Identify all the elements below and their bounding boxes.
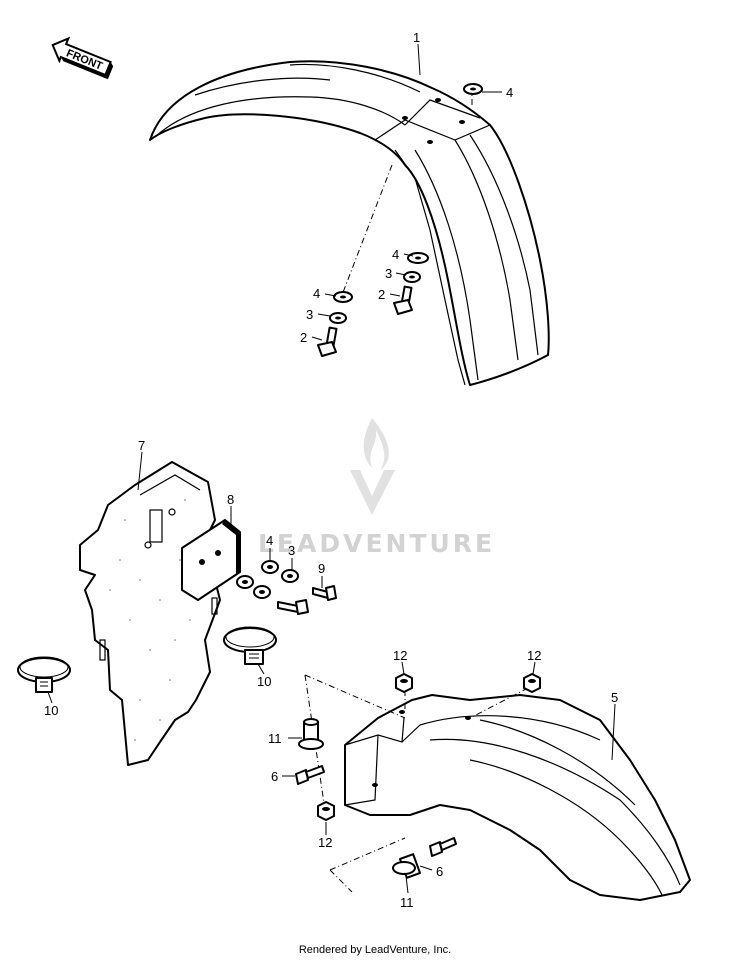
callout-12-bottom: 12 [318,835,332,850]
front-arrow: FRONT [51,36,114,80]
rear-assembly-line-c [329,837,406,893]
rear-fender [344,694,691,901]
callout-12-right: 12 [527,648,541,663]
callout-8: 8 [227,492,234,507]
callout-7: 7 [138,438,145,453]
callout-4-bracket: 4 [266,533,273,548]
rear-assembly-line-a [304,674,406,719]
callout-6-right: 6 [436,864,443,879]
callout-2-left: 2 [300,330,307,345]
nut-part-12-top [395,673,413,693]
callout-4-right: 4 [392,247,399,262]
watermark-text: LEADVENTURE [258,529,495,558]
callout-11-upper: 11 [268,731,282,746]
hose-clamp-left [17,656,71,693]
collar-part-11-lower [392,853,421,879]
nut-part-12-bottom [317,801,335,821]
collar-part-11-upper [298,718,324,750]
callout-3-bracket: 3 [288,543,295,558]
bracket-hardware [236,560,337,615]
callout-3-right: 3 [385,266,392,281]
hardware-stack-right [393,252,429,315]
flame-logo-icon [363,418,389,470]
callout-3-left: 3 [306,307,313,322]
callout-6-left: 6 [271,769,278,784]
front-fender [149,60,550,386]
hose-clamp-right [223,626,277,665]
washer-part-4-top [463,83,483,95]
leader-lines [47,43,616,894]
v-logo-icon [350,470,395,515]
callout-9: 9 [318,561,325,576]
rear-assembly-line-d [404,687,529,719]
callout-2-right: 2 [378,287,385,302]
callout-4-left: 4 [313,286,320,301]
leadventure-watermark: LEADVENTURE [258,418,495,558]
assembly-line-left [341,164,393,296]
bolt-part-6-left [295,765,325,785]
callout-4-top: 4 [506,85,513,100]
callout-10-left: 10 [44,703,58,718]
mud-flap [79,461,221,766]
callout-10-right: 10 [257,674,271,689]
footer-credit: Rendered by LeadVenture, Inc. [298,944,452,956]
callout-5: 5 [611,690,618,705]
bracket-plate [181,519,241,601]
hardware-stack-left [317,291,353,357]
callout-12-top: 12 [393,648,407,663]
nut-part-12-right [523,673,541,693]
callout-1: 1 [413,30,420,45]
callout-numbers: 1 4 4 3 2 4 3 2 7 8 4 3 9 10 10 12 12 5 … [44,30,618,910]
bolt-part-6-right [429,837,457,857]
callout-11-lower: 11 [400,895,414,910]
